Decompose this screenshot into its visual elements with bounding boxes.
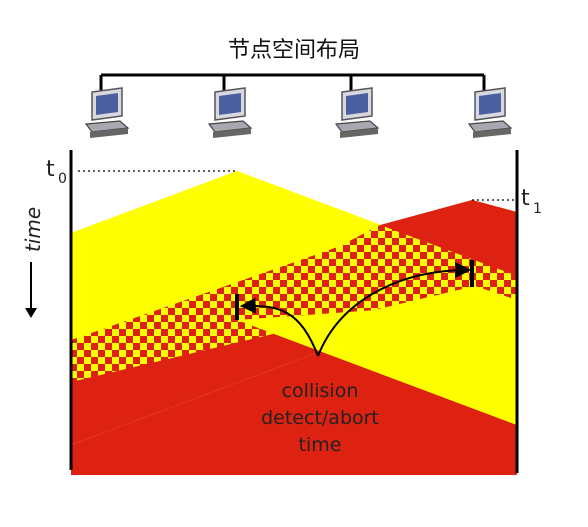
computer-icon — [334, 87, 380, 138]
t0-subscript: 0 — [58, 171, 67, 187]
propagation-area — [71, 171, 517, 475]
t1-label: t — [521, 186, 530, 211]
time-arrow-head — [25, 308, 37, 318]
diagram-title: 节点空间布局 — [228, 38, 360, 63]
computer-icon — [467, 87, 513, 138]
computer-icon — [84, 87, 130, 138]
arrow-to-left-detect — [239, 297, 319, 357]
yellow-lower — [237, 300, 517, 425]
bus-line — [99, 73, 486, 92]
collision-right — [237, 225, 517, 320]
red-signal-region — [71, 200, 517, 475]
annotation-line-1: collision — [282, 380, 359, 402]
yellow-upper — [71, 171, 517, 340]
t0-label: t — [46, 157, 55, 182]
arrow-to-right-detect — [317, 262, 472, 357]
t1-subscript: 1 — [533, 201, 542, 217]
annotation-line-2: detect/abort — [261, 407, 379, 429]
red-upper — [380, 200, 517, 276]
computer-icon — [207, 87, 253, 138]
annotation-line-3: time — [299, 434, 342, 456]
time-axis-label: time — [21, 207, 45, 252]
